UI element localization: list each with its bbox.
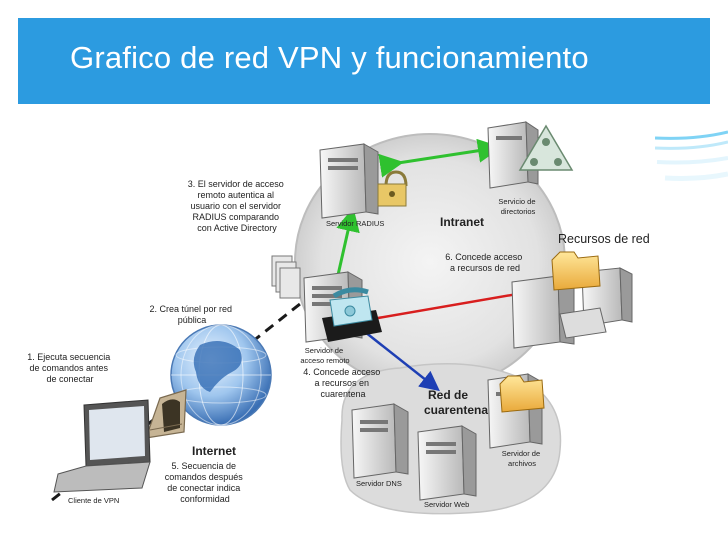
- dns-server-label: Servidor DNS: [356, 479, 402, 488]
- remote-access-server-label: Servidor de acceso remoto: [300, 346, 349, 365]
- folder-icon: [551, 251, 601, 291]
- web-server-icon: [417, 425, 477, 501]
- radius-server-label: Servidor RADIUS: [326, 219, 384, 228]
- intranet-label: Intranet: [440, 215, 484, 229]
- page-title: Grafico de red VPN y funcionamiento: [70, 40, 589, 75]
- decorative-wave-lines: [655, 130, 728, 181]
- dns-server-icon: [351, 403, 409, 479]
- directory-service-label: Servicio de directorios: [498, 197, 537, 216]
- laptop-icon: [53, 399, 151, 493]
- quarantine-network-label: Red de cuarentena: [424, 388, 488, 417]
- file-server-label: Servidor de archivos: [502, 449, 542, 468]
- vpn-client-label: Cliente de VPN: [68, 496, 119, 505]
- step-1-text: 1. Ejecuta secuencia de comandos antes d…: [27, 352, 113, 384]
- radius-server-icon: [319, 143, 379, 219]
- step-2-text: 2. Crea túnel por red pública: [149, 304, 234, 325]
- directory-triangle-icon: [518, 124, 574, 171]
- step-4-text: 4. Concede acceso a recursos en cuarente…: [303, 367, 383, 399]
- blue-arrow-access-quarantine: [359, 327, 440, 392]
- web-server-label: Servidor Web: [424, 500, 469, 509]
- title-bar: Grafico de red VPN y funcionamiento: [18, 18, 710, 104]
- padlock-icon: [377, 170, 408, 207]
- quarantine-folder-icon: [499, 375, 545, 413]
- step-5-text: 5. Secuencia de comandos después de cone…: [165, 461, 246, 504]
- tunnel-icon: [145, 389, 187, 439]
- green-arrow-access-radius: [336, 207, 360, 276]
- stacked-documents-icon: [271, 255, 301, 299]
- green-arrow-radius-directory: [378, 138, 502, 178]
- internet-label: Internet: [192, 444, 236, 458]
- globe-icon: [170, 324, 272, 426]
- network-resources-label: Recursos de red: [558, 232, 650, 246]
- telephone-icon: [322, 287, 382, 342]
- step-6-text: 6. Concede acceso a recursos de red: [445, 252, 525, 273]
- step-3-text: 3. El servidor de acceso remoto autentic…: [188, 179, 287, 233]
